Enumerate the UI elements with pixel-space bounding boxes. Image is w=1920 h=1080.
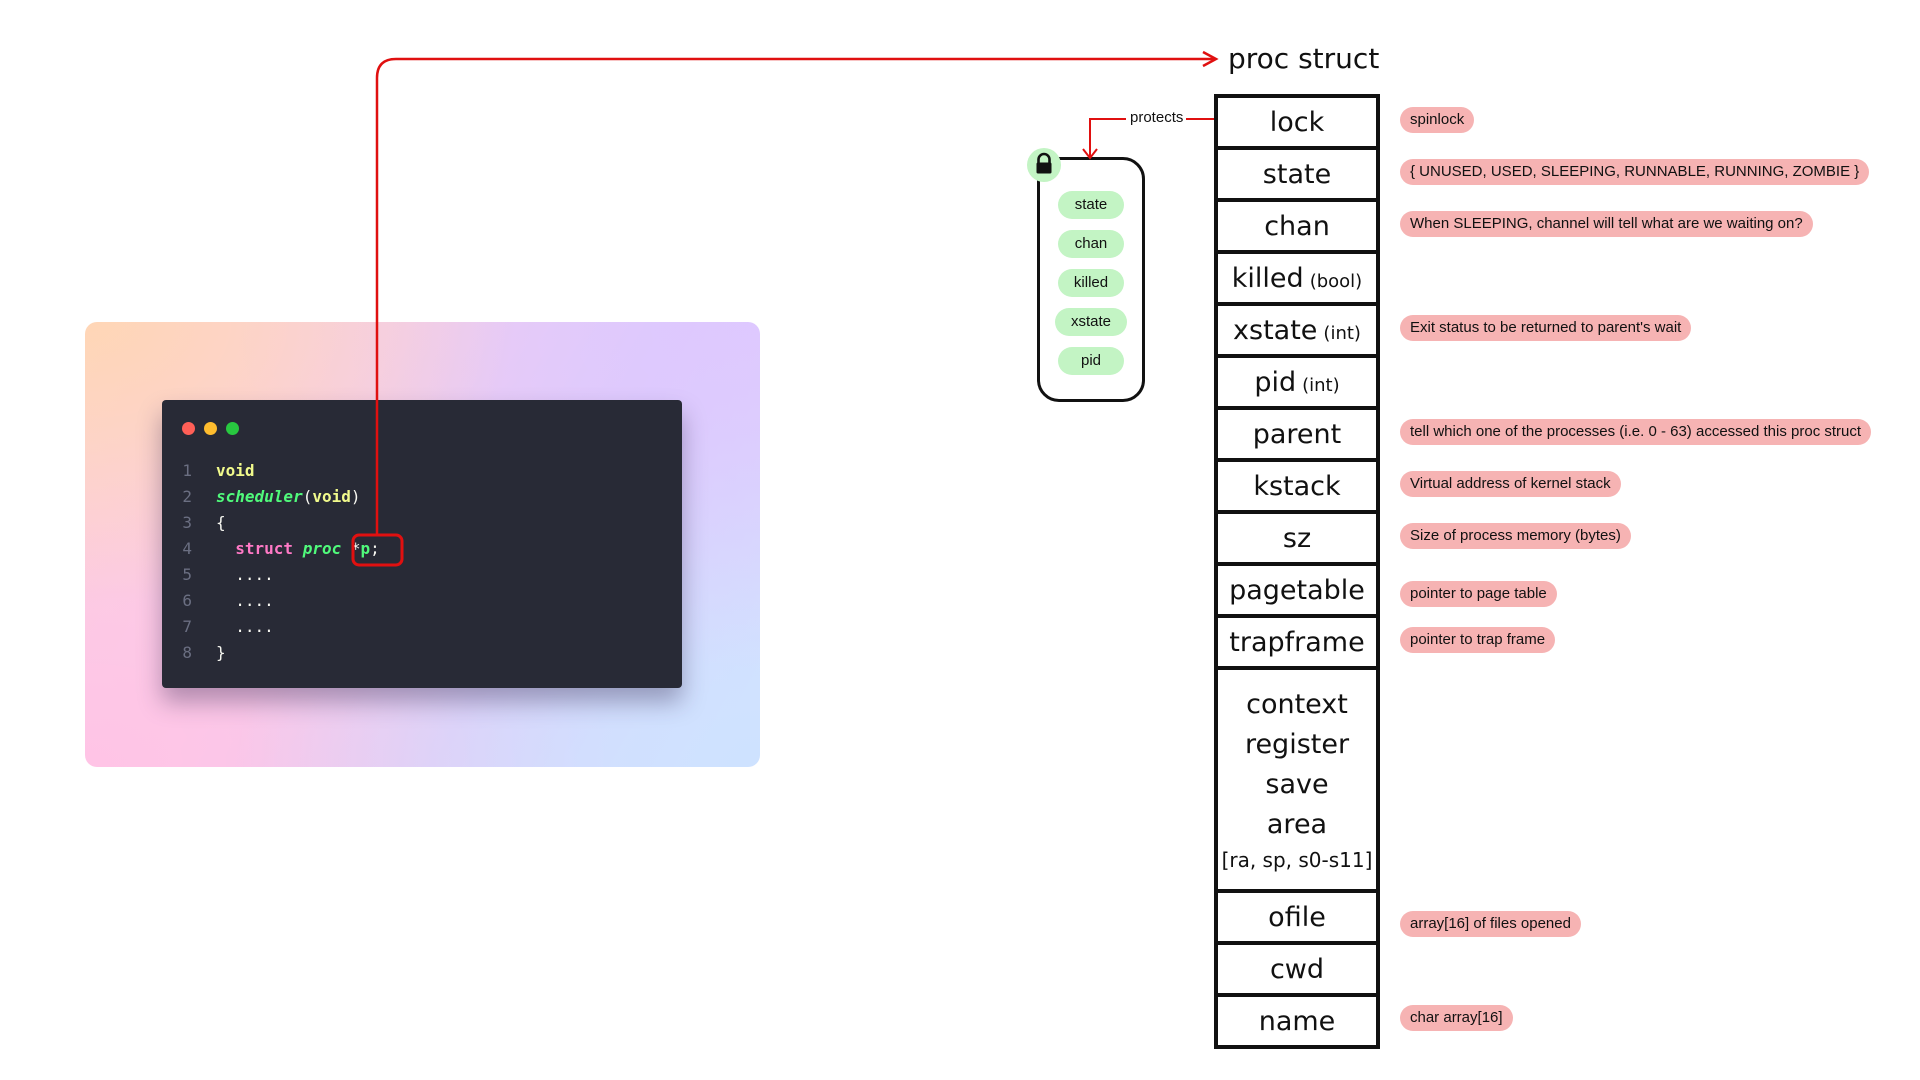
code-line: 8} <box>162 640 682 666</box>
line-number: 8 <box>182 643 192 662</box>
code-line: 7 .... <box>162 614 682 640</box>
field-note: { UNUSED, USED, SLEEPING, RUNNABLE, RUNN… <box>1400 159 1870 185</box>
code-token: void <box>216 461 255 480</box>
field-label: parent <box>1252 418 1342 450</box>
field-type: (int) <box>1302 374 1340 396</box>
field-label-line: save <box>1265 768 1329 800</box>
code-token: proc <box>302 539 351 558</box>
field-note: spinlock <box>1400 107 1475 133</box>
field-trapframe: trapframe <box>1214 614 1380 670</box>
line-number: 4 <box>182 539 192 558</box>
code-line: 5 .... <box>162 562 682 588</box>
field-label: xstate <box>1233 314 1318 346</box>
code-line: 2 scheduler(void) <box>162 484 682 510</box>
code-token: scheduler <box>216 487 303 506</box>
field-label: ofile <box>1268 901 1326 933</box>
field-name: name <box>1214 993 1380 1049</box>
field-parent: parent <box>1214 406 1380 462</box>
code-line: 4 struct proc *p; <box>162 536 682 562</box>
field-sublabel: [ra, sp, s0-s11] <box>1221 847 1373 872</box>
code-token: * <box>350 539 361 558</box>
field-label: pid <box>1254 366 1297 398</box>
field-note: tell which one of the processes (i.e. 0 … <box>1400 419 1872 445</box>
field-note: array[16] of files opened <box>1400 911 1581 937</box>
struct-title: proc struct <box>1228 42 1380 75</box>
field-label: pagetable <box>1229 574 1365 606</box>
protected-field-state: state <box>1058 191 1124 219</box>
pointer-highlight-box <box>351 533 404 567</box>
field-pid: pid(int) <box>1214 354 1380 410</box>
code-token: struct <box>216 539 303 558</box>
protected-field-xstate: xstate <box>1055 308 1127 336</box>
padlock-icon <box>1036 152 1052 174</box>
lock-badge <box>1027 148 1061 182</box>
field-label: name <box>1258 1005 1336 1037</box>
field-note: char array[16] <box>1400 1005 1513 1031</box>
field-pagetable: pagetable <box>1214 562 1380 618</box>
field-context: context register save area [ra, sp, s0-s11] <box>1214 666 1380 893</box>
field-note: When SLEEPING, channel will tell what ar… <box>1400 211 1813 237</box>
field-label: chan <box>1264 210 1330 242</box>
line-number: 2 <box>182 487 192 506</box>
field-label-line: register <box>1244 728 1350 760</box>
protects-label: protects <box>1128 109 1186 126</box>
code-token: void <box>312 487 351 506</box>
field-label: sz <box>1282 522 1312 554</box>
field-label-line: context <box>1246 688 1348 720</box>
field-label: killed <box>1231 262 1304 294</box>
field-label: trapframe <box>1229 626 1365 658</box>
code-token: { <box>216 513 226 532</box>
field-label: kstack <box>1253 470 1341 502</box>
field-label: lock <box>1269 106 1325 138</box>
line-number: 6 <box>182 591 192 610</box>
code-token: .... <box>216 617 274 636</box>
field-note: Virtual address of kernel stack <box>1400 471 1621 497</box>
arrowhead-right-icon <box>1202 50 1219 68</box>
field-label: cwd <box>1269 953 1325 985</box>
line-number: 1 <box>182 461 192 480</box>
field-label: state <box>1262 158 1332 190</box>
pointer-to-struct-arrow <box>375 57 1214 535</box>
field-type: (int) <box>1323 322 1361 344</box>
field-xstate: xstate(int) <box>1214 302 1380 358</box>
code-token: ) <box>350 487 361 506</box>
code-token: .... <box>216 591 274 610</box>
code-line: 1 void <box>162 458 682 484</box>
line-number: 7 <box>182 617 192 636</box>
code-token: ; <box>370 539 380 558</box>
protected-field-pid: pid <box>1058 347 1124 375</box>
line-number: 3 <box>182 513 192 532</box>
code-token: ( <box>302 487 313 506</box>
field-sz: sz <box>1214 510 1380 566</box>
maximize-dot-icon <box>226 422 239 435</box>
minimize-dot-icon <box>204 422 217 435</box>
field-lock: lock <box>1214 94 1380 150</box>
field-note: Exit status to be returned to parent's w… <box>1400 315 1692 341</box>
arrowhead-down-icon <box>1082 148 1098 160</box>
field-state: state <box>1214 146 1380 202</box>
protected-field-chan: chan <box>1058 230 1124 258</box>
code-token: .... <box>216 565 274 584</box>
field-kstack: kstack <box>1214 458 1380 514</box>
protected-field-killed: killed <box>1058 269 1124 297</box>
field-note: Size of process memory (bytes) <box>1400 523 1631 549</box>
code-line: 3{ <box>162 510 682 536</box>
protects-arrow <box>1089 118 1126 157</box>
field-note: pointer to trap frame <box>1400 627 1556 653</box>
code-line: 6 .... <box>162 588 682 614</box>
field-ofile: ofile <box>1214 889 1380 945</box>
code-token: p <box>360 539 371 558</box>
field-chan: chan <box>1214 198 1380 254</box>
field-note: pointer to page table <box>1400 581 1557 607</box>
close-dot-icon <box>182 422 195 435</box>
field-type: (bool) <box>1309 270 1363 292</box>
code-token: } <box>216 643 226 662</box>
field-label-line: area <box>1266 808 1328 840</box>
line-number: 5 <box>182 565 192 584</box>
